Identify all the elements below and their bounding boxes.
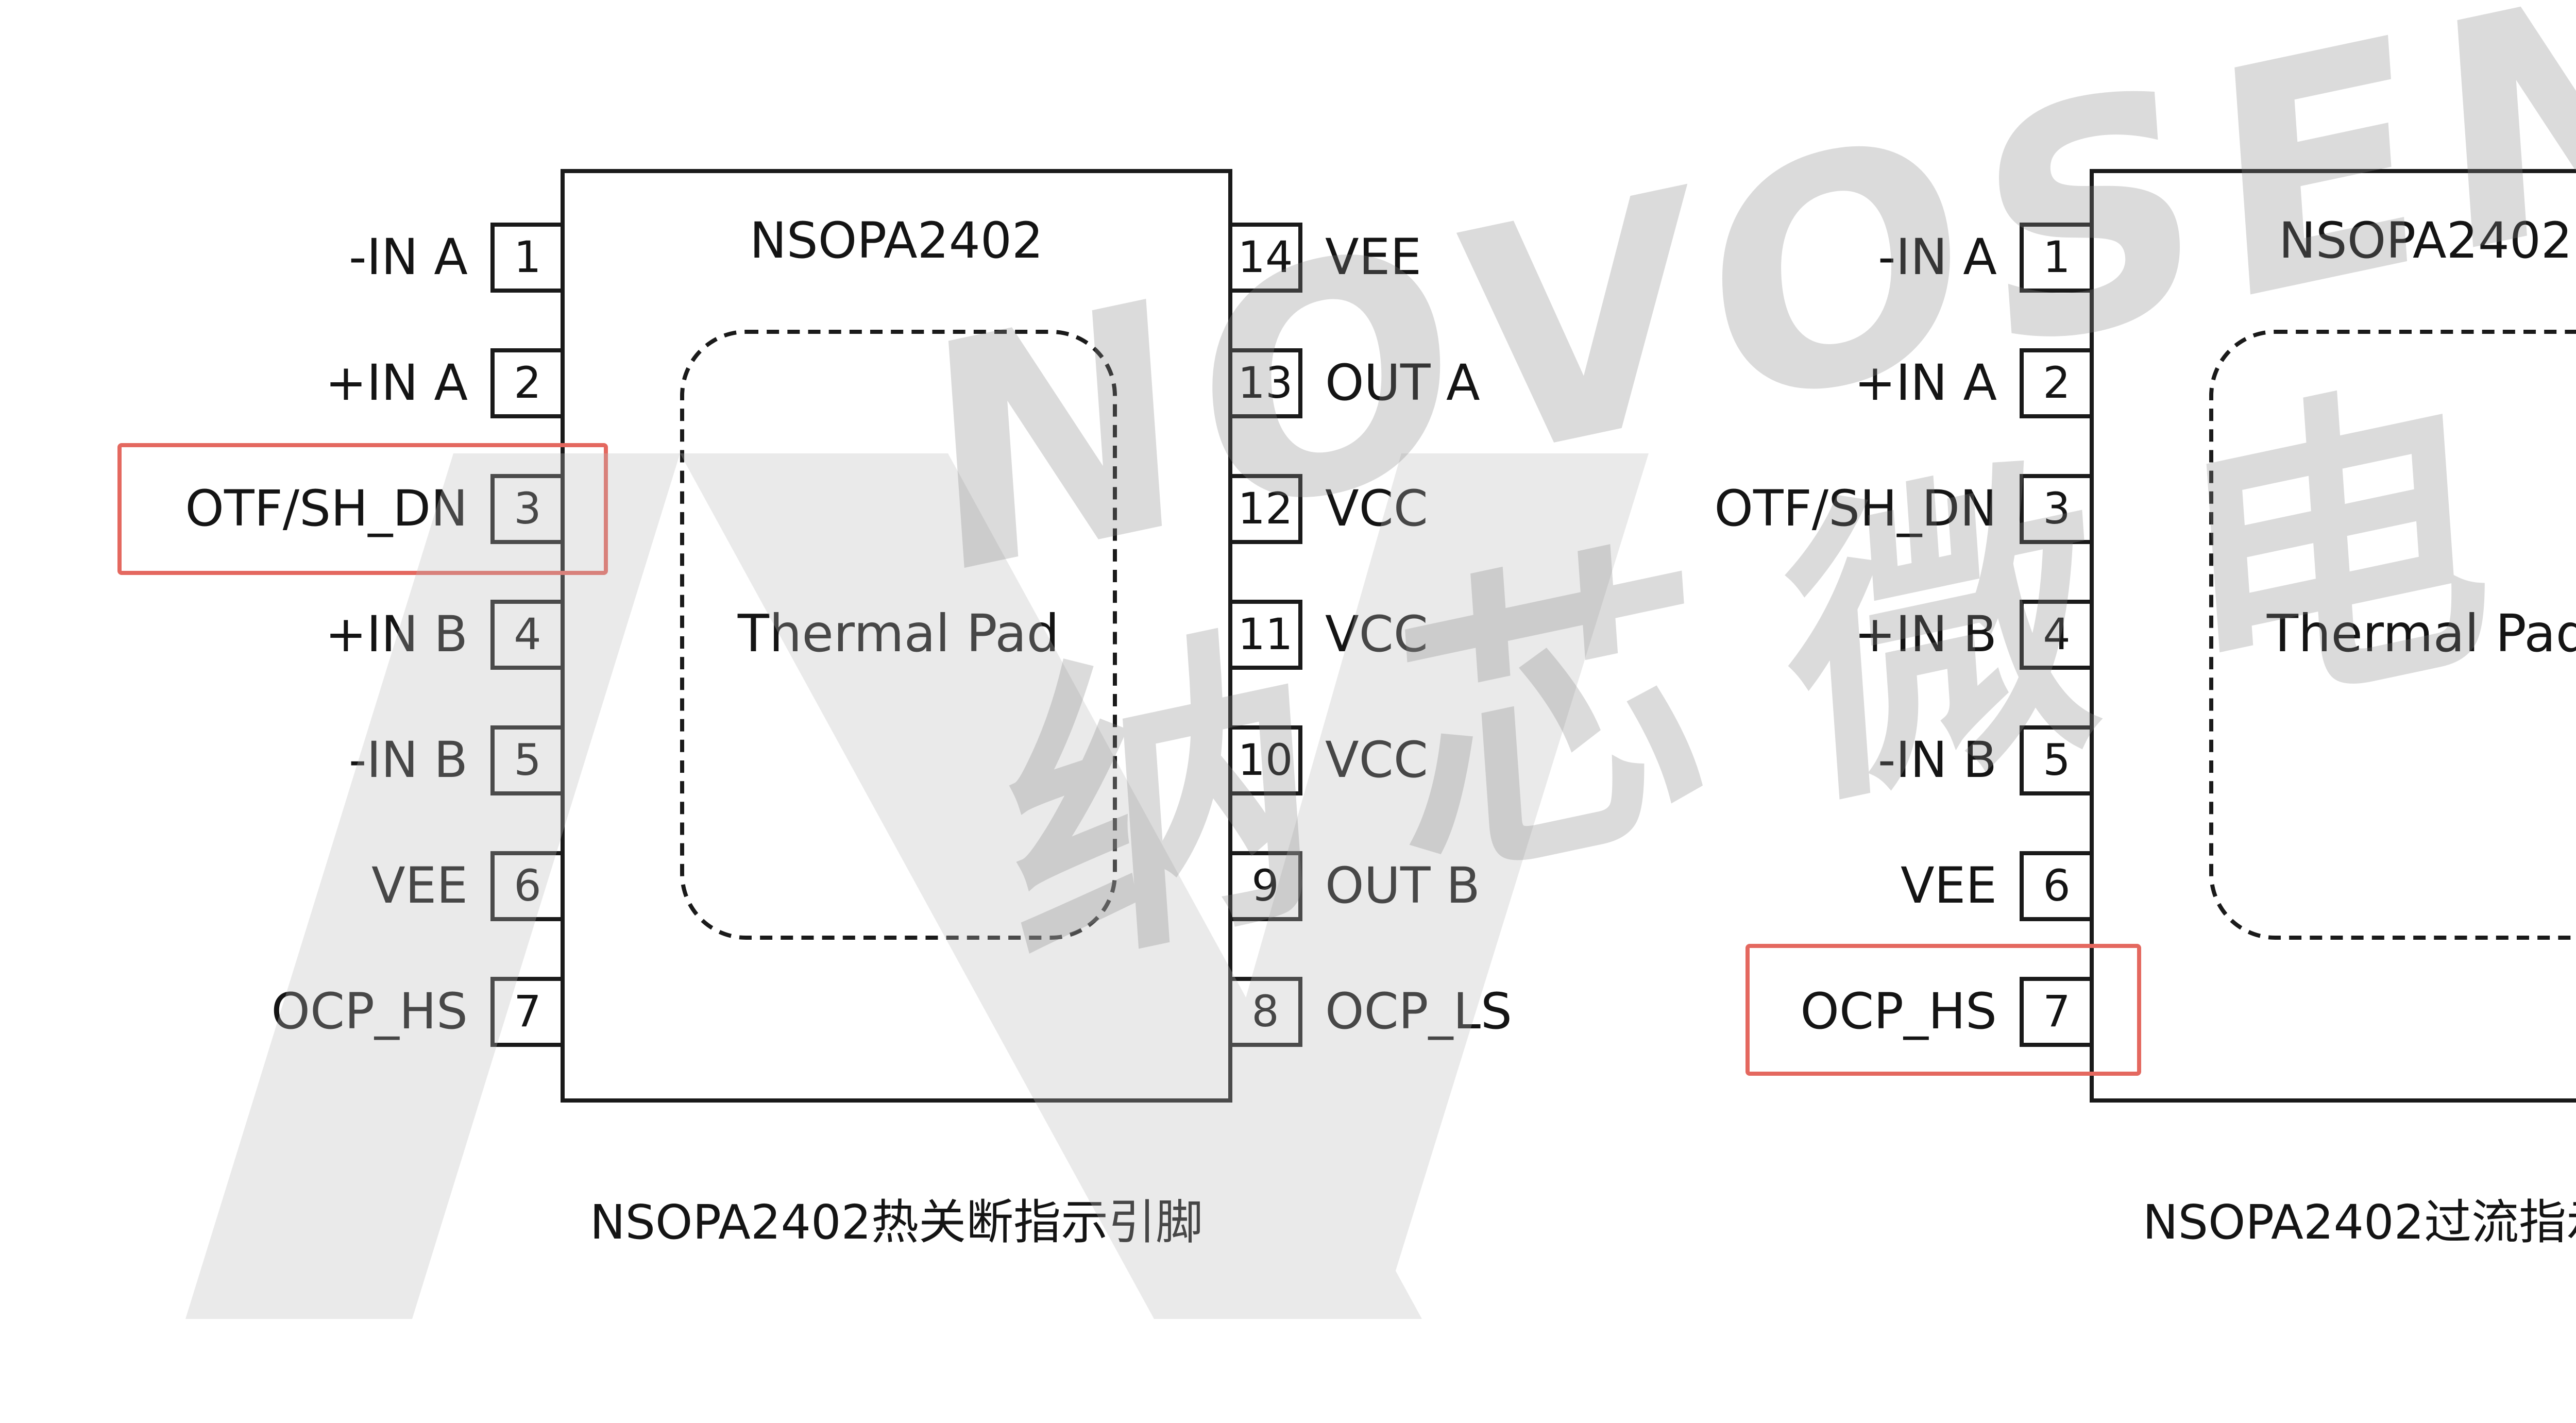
pin-number-box: 4: [2020, 600, 2094, 670]
chip-title: NSOPA2402: [2278, 212, 2572, 270]
left-pin-column-2: -IN A 1 +IN A 2 OTF/SH_DN 3 +IN B 4 -IN …: [1554, 223, 2094, 1047]
pin-label: -IN B: [1877, 732, 1997, 789]
pin-label: +IN B: [325, 606, 468, 664]
pin-row: -IN B 5: [1554, 725, 2094, 795]
chip-title: NSOPA2402: [749, 212, 1043, 270]
pin-number-box: 7: [2020, 977, 2094, 1047]
right-pin-column-1: 14 VEE 13 OUT A 12 VCC 11 VCC 10 VCC 9 O…: [1228, 223, 1846, 1047]
left-pin-column-1: -IN A 1 +IN A 2 OTF/SH_DN 3 +IN B 4 -IN …: [25, 223, 565, 1047]
pin-number-box: 3: [490, 474, 565, 544]
pin-label: -IN B: [348, 732, 468, 789]
pin-number-box: 1: [490, 223, 565, 293]
pin-number-box: 2: [2020, 348, 2094, 418]
pin-row: 11 VCC: [1228, 600, 1846, 670]
pin-number-box: 2: [490, 348, 565, 418]
pin-row: 8 OCP_LS: [1228, 977, 1846, 1047]
pin-label: OTF/SH_DN: [185, 480, 468, 538]
pin-label: OCP_HS: [1800, 983, 1997, 1041]
pin-number-box: 14: [1228, 223, 1302, 293]
pin-label: VEE: [1901, 857, 1997, 915]
pin-number-box: 9: [1228, 851, 1302, 921]
pin-row: OCP_HS 7: [1554, 977, 2094, 1047]
pin-row: 13 OUT A: [1228, 348, 1846, 418]
pin-number-box: 11: [1228, 600, 1302, 670]
pin-label: -IN A: [349, 229, 468, 286]
pin-label: VCC: [1325, 606, 1428, 664]
thermal-pad-label: Thermal Pad: [2266, 603, 2576, 663]
thermal-pad-label: Thermal Pad: [737, 603, 1060, 663]
pin-row: OCP_HS 7: [25, 977, 565, 1047]
pin-row: OTF/SH_DN 3: [1554, 474, 2094, 544]
highlight-box-ocp-hs: [1745, 944, 2141, 1076]
pin-row: -IN A 1: [25, 223, 565, 293]
pin-label: +IN A: [1854, 354, 1997, 412]
pin-number-box: 10: [1228, 725, 1302, 795]
pin-row: -IN B 5: [25, 725, 565, 795]
pin-number-box: 4: [490, 600, 565, 670]
pin-row: 12 VCC: [1228, 474, 1846, 544]
pin-label: VCC: [1325, 732, 1428, 789]
pin-number-box: 5: [2020, 725, 2094, 795]
pin-row: +IN B 4: [1554, 600, 2094, 670]
pin-label: OTF/SH_DN: [1714, 480, 1997, 538]
diagram-caption-2: NSOPA2402过流指示引脚: [2142, 1197, 2576, 1251]
pin-label: VEE: [371, 857, 468, 915]
pin-label: +IN A: [325, 354, 468, 412]
highlight-box-otf-shdn: [117, 443, 608, 575]
pin-row: 14 VEE: [1228, 223, 1846, 293]
pin-label: OCP_LS: [1325, 983, 1512, 1041]
pin-row: +IN A 2: [1554, 348, 2094, 418]
pin-row: 10 VCC: [1228, 725, 1846, 795]
pin-number-box: 6: [490, 851, 565, 921]
pin-row: VEE 6: [1554, 851, 2094, 921]
pin-row: OTF/SH_DN 3: [25, 474, 565, 544]
pin-label: OUT B: [1325, 857, 1480, 915]
pin-label: OCP_HS: [271, 983, 468, 1041]
diagram-caption-1: NSOPA2402热关断指示引脚: [589, 1197, 1204, 1251]
chip-body-2: NSOPA2402 Thermal Pad: [2090, 169, 2576, 1103]
pin-number-box: 3: [2020, 474, 2094, 544]
pin-label: +IN B: [1854, 606, 1997, 664]
pin-number-box: 8: [1228, 977, 1302, 1047]
chip-body-1: NSOPA2402 Thermal Pad: [561, 169, 1232, 1103]
pin-number-box: 12: [1228, 474, 1302, 544]
pin-number-box: 1: [2020, 223, 2094, 293]
pin-label: VEE: [1325, 229, 1421, 286]
pin-number-box: 7: [490, 977, 565, 1047]
pin-label: OUT A: [1325, 354, 1480, 412]
pin-row: VEE 6: [25, 851, 565, 921]
pin-label: -IN A: [1878, 229, 1997, 286]
pin-row: -IN A 1: [1554, 223, 2094, 293]
thermal-pad: Thermal Pad: [680, 330, 1117, 940]
pin-row: +IN B 4: [25, 600, 565, 670]
pin-number-box: 5: [490, 725, 565, 795]
pin-row: 9 OUT B: [1228, 851, 1846, 921]
pin-label: VCC: [1325, 480, 1428, 538]
pin-row: +IN A 2: [25, 348, 565, 418]
pin-number-box: 6: [2020, 851, 2094, 921]
thermal-pad: Thermal Pad: [2209, 330, 2576, 940]
pin-number-box: 13: [1228, 348, 1302, 418]
